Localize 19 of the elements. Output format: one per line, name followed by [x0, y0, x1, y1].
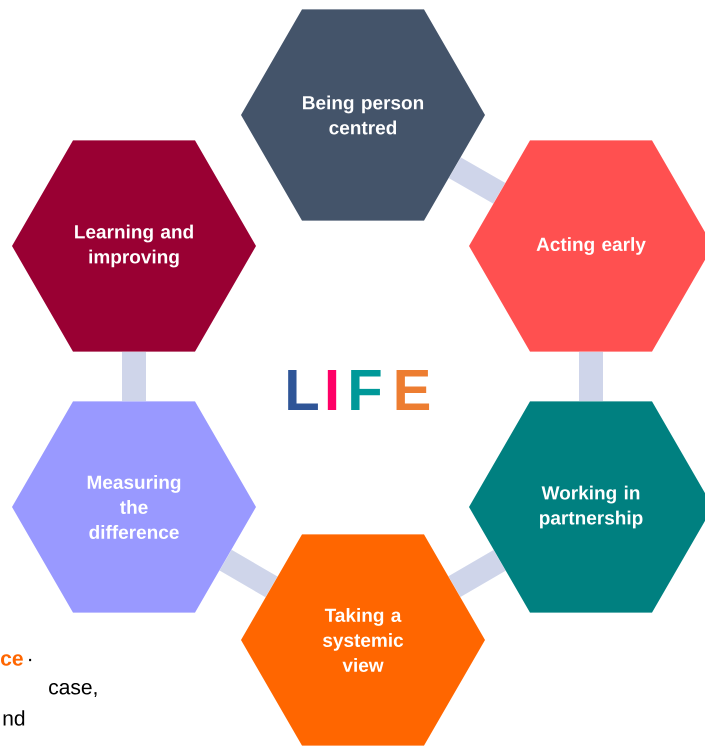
connector [579, 352, 604, 402]
hexagon: Measuring the difference [12, 401, 256, 613]
title-letter: E [396, 370, 430, 410]
connector [448, 550, 506, 598]
text-fragment: case, [49, 683, 96, 697]
hexagon: Learning and improving [12, 140, 256, 352]
connector [220, 550, 278, 598]
hexagon: Acting early [469, 140, 705, 352]
text-fragment: ce [1, 654, 23, 666]
connector [448, 157, 506, 204]
hexagon: Taking a systemic view [241, 534, 485, 746]
hexagon: Working in partnership [469, 401, 705, 613]
title-letter: L [288, 370, 318, 410]
title-letter: F [351, 370, 381, 410]
hexagon: Being person centred [241, 9, 485, 221]
title-letter: I [328, 370, 336, 410]
text-fragment: . [29, 658, 32, 662]
text-fragment: nd [4, 710, 24, 726]
connector [122, 352, 146, 402]
